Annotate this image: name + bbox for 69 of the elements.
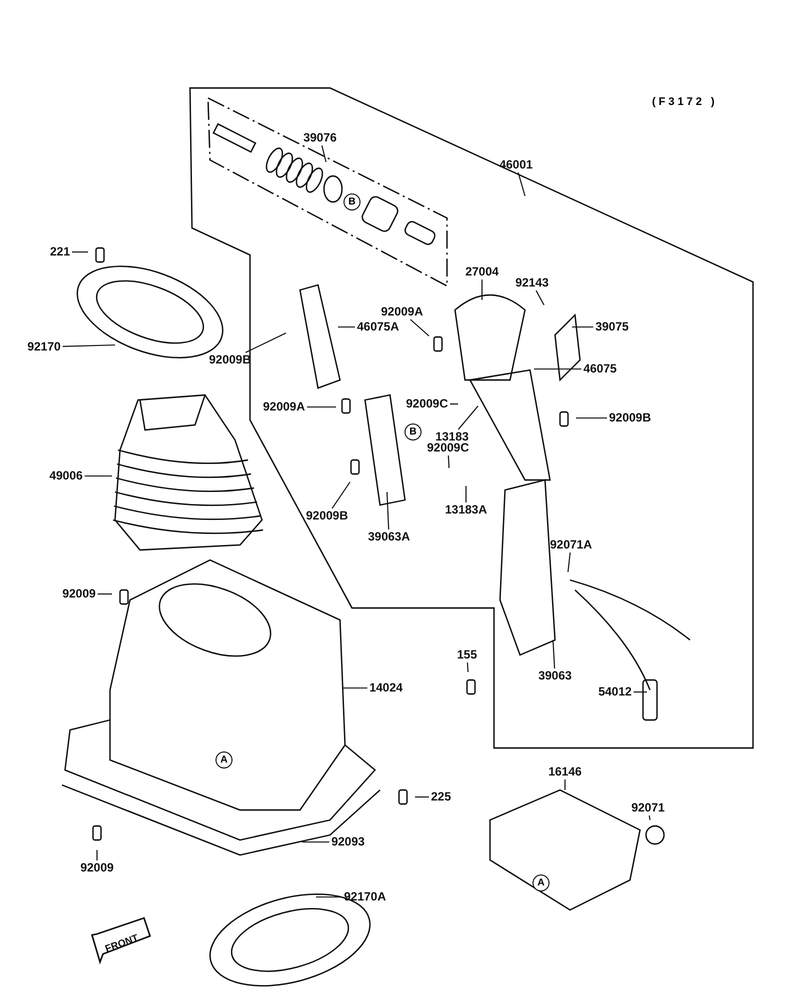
leader-line (302, 841, 330, 843)
leader-line (72, 251, 88, 253)
leader-line (518, 172, 526, 196)
leader-line (415, 796, 429, 798)
leader-line (481, 280, 483, 300)
callout-number: 92071A (550, 538, 592, 552)
leader-line (458, 406, 478, 430)
leader-line (84, 475, 112, 477)
callout-number: 39063A (368, 530, 410, 544)
callout-number: 92143 (515, 276, 549, 290)
callout-number: 13183A (444, 504, 488, 516)
leader-line (96, 850, 98, 860)
callout-number: 92009A (262, 400, 306, 414)
callout-number: 49006 (49, 470, 83, 482)
leader-line (316, 896, 342, 898)
callout-number: 39076 (303, 132, 337, 144)
callout-number: 54012 (598, 686, 632, 698)
callout-number: 155 (456, 648, 478, 662)
callout-number: 92009C (426, 442, 470, 454)
leader-line (564, 780, 566, 790)
callout-number: 92009B (306, 510, 348, 522)
leader-line (62, 344, 116, 348)
leader-line (410, 319, 430, 336)
callout-number: 39075 (595, 320, 629, 334)
leader-line (465, 486, 467, 502)
callout-number: 225 (430, 790, 452, 804)
reference-mark: A (216, 752, 232, 768)
callout-number: 92009B (608, 412, 652, 424)
callout-number: 92009 (62, 588, 96, 600)
callout-number: 92009B (208, 354, 252, 366)
leader-line (552, 640, 556, 669)
leader-line (466, 662, 469, 672)
leader-line (450, 403, 458, 405)
callout-number: 46075A (356, 320, 400, 334)
callout-number: 92170A (344, 890, 386, 904)
callout-number: 14024 (369, 682, 403, 694)
callout-number: 92009 (80, 862, 114, 874)
leader-line (634, 691, 647, 693)
leader-line (567, 552, 571, 572)
reference-mark: B (344, 194, 360, 210)
reference-mark: B (404, 424, 422, 440)
callout-number: 92093 (331, 836, 365, 848)
leader-line (338, 326, 355, 328)
leader-line (386, 492, 390, 530)
leader-line (307, 406, 336, 408)
callout-number: 16146 (548, 766, 582, 778)
leader-line (342, 687, 368, 689)
callout-number: 46001 (499, 158, 533, 172)
leader-line (576, 417, 607, 419)
callout-number: 13183 (435, 430, 469, 444)
callout-number: 92009A (380, 306, 424, 318)
callout-number: 46075 (583, 362, 617, 376)
figure-code: (F3172 ) (652, 96, 718, 108)
leader-line (98, 593, 112, 595)
leader-line (534, 368, 582, 370)
callout-number: 39063 (538, 670, 572, 682)
leader-line (321, 145, 327, 162)
reference-mark: A (532, 874, 550, 892)
leader-line (332, 482, 350, 509)
callout-number: 92170 (27, 340, 61, 354)
callout-number: 27004 (465, 266, 499, 278)
leader-line (572, 326, 594, 328)
leader-line (536, 290, 544, 306)
callout-number: 92071 (631, 802, 665, 814)
leader-line (448, 455, 450, 468)
leader-line (245, 332, 286, 353)
leader-line (648, 815, 651, 820)
callout-number: 221 (50, 246, 70, 258)
callout-number: 92009C (406, 398, 448, 410)
